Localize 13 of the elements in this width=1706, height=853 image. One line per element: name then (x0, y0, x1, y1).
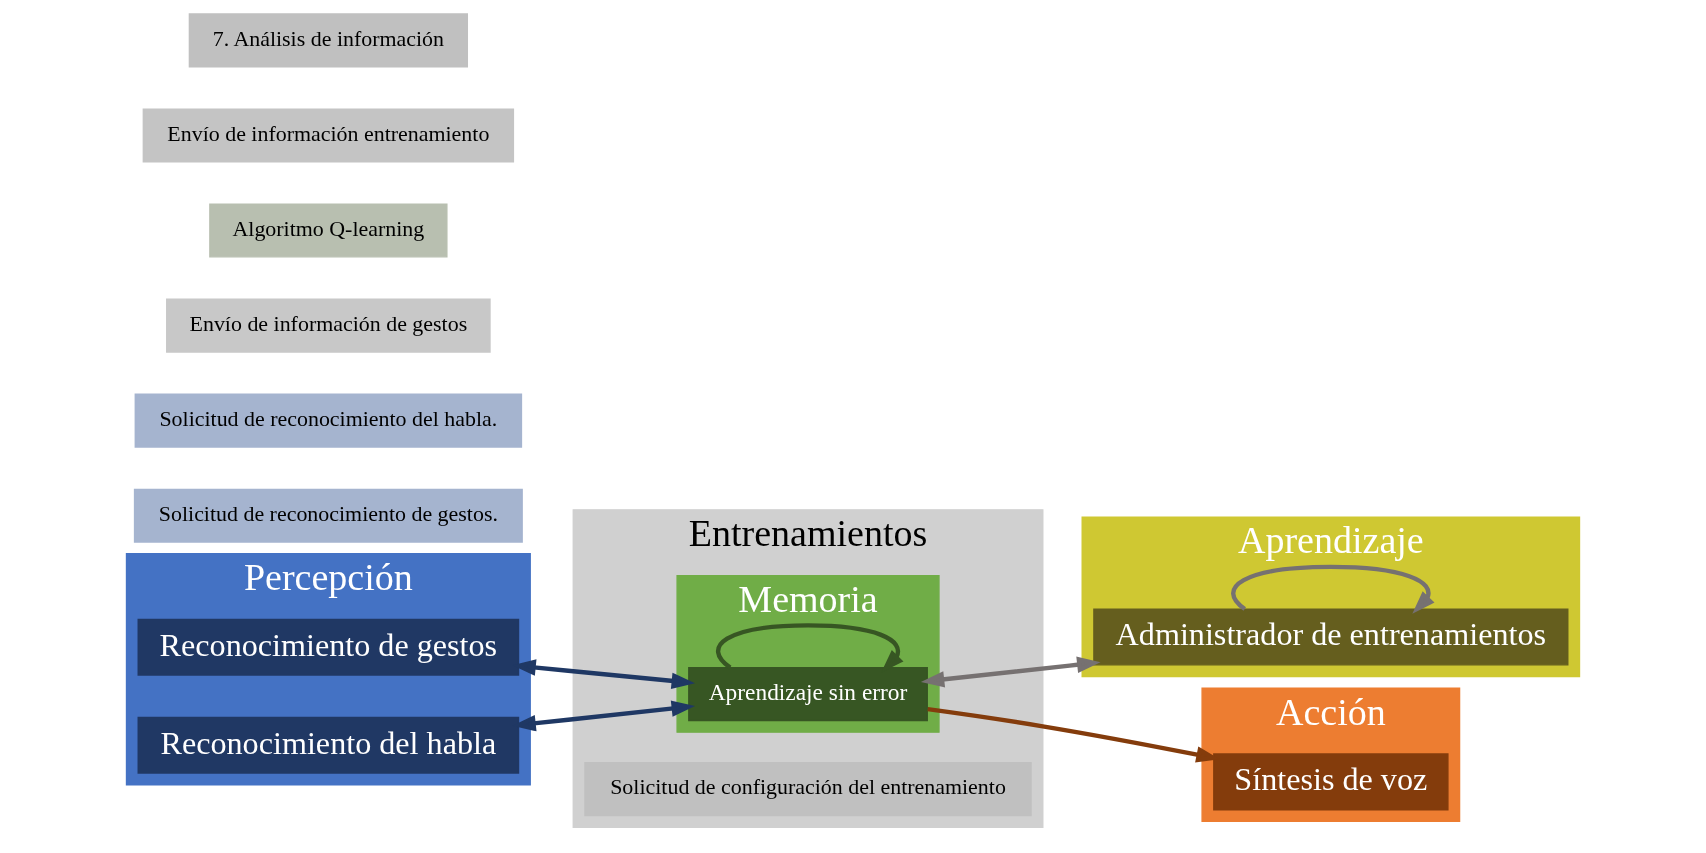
node-box: Aprendizaje sin error (688, 667, 928, 722)
node-box: Síntesis de voz (1213, 753, 1449, 811)
arrow (920, 656, 1101, 688)
node-box: Reconocimiento de gestos (137, 618, 520, 676)
node-box: Solicitud de reconocimiento del habla. (134, 393, 523, 448)
node-box: 7. Análisis de información (188, 13, 469, 68)
node-box: Administrador de entrenamientos (1093, 608, 1569, 666)
node-box: Algoritmo Q-learning (209, 203, 448, 258)
node-box: Reconocimiento del habla (137, 716, 520, 774)
node-box: Envío de información de gestos (166, 298, 491, 353)
node-box: Envío de información entrenamiento (142, 108, 515, 163)
arrow (1231, 564, 1435, 614)
node-box: Solicitud de reconocimiento de gestos. (133, 488, 523, 543)
